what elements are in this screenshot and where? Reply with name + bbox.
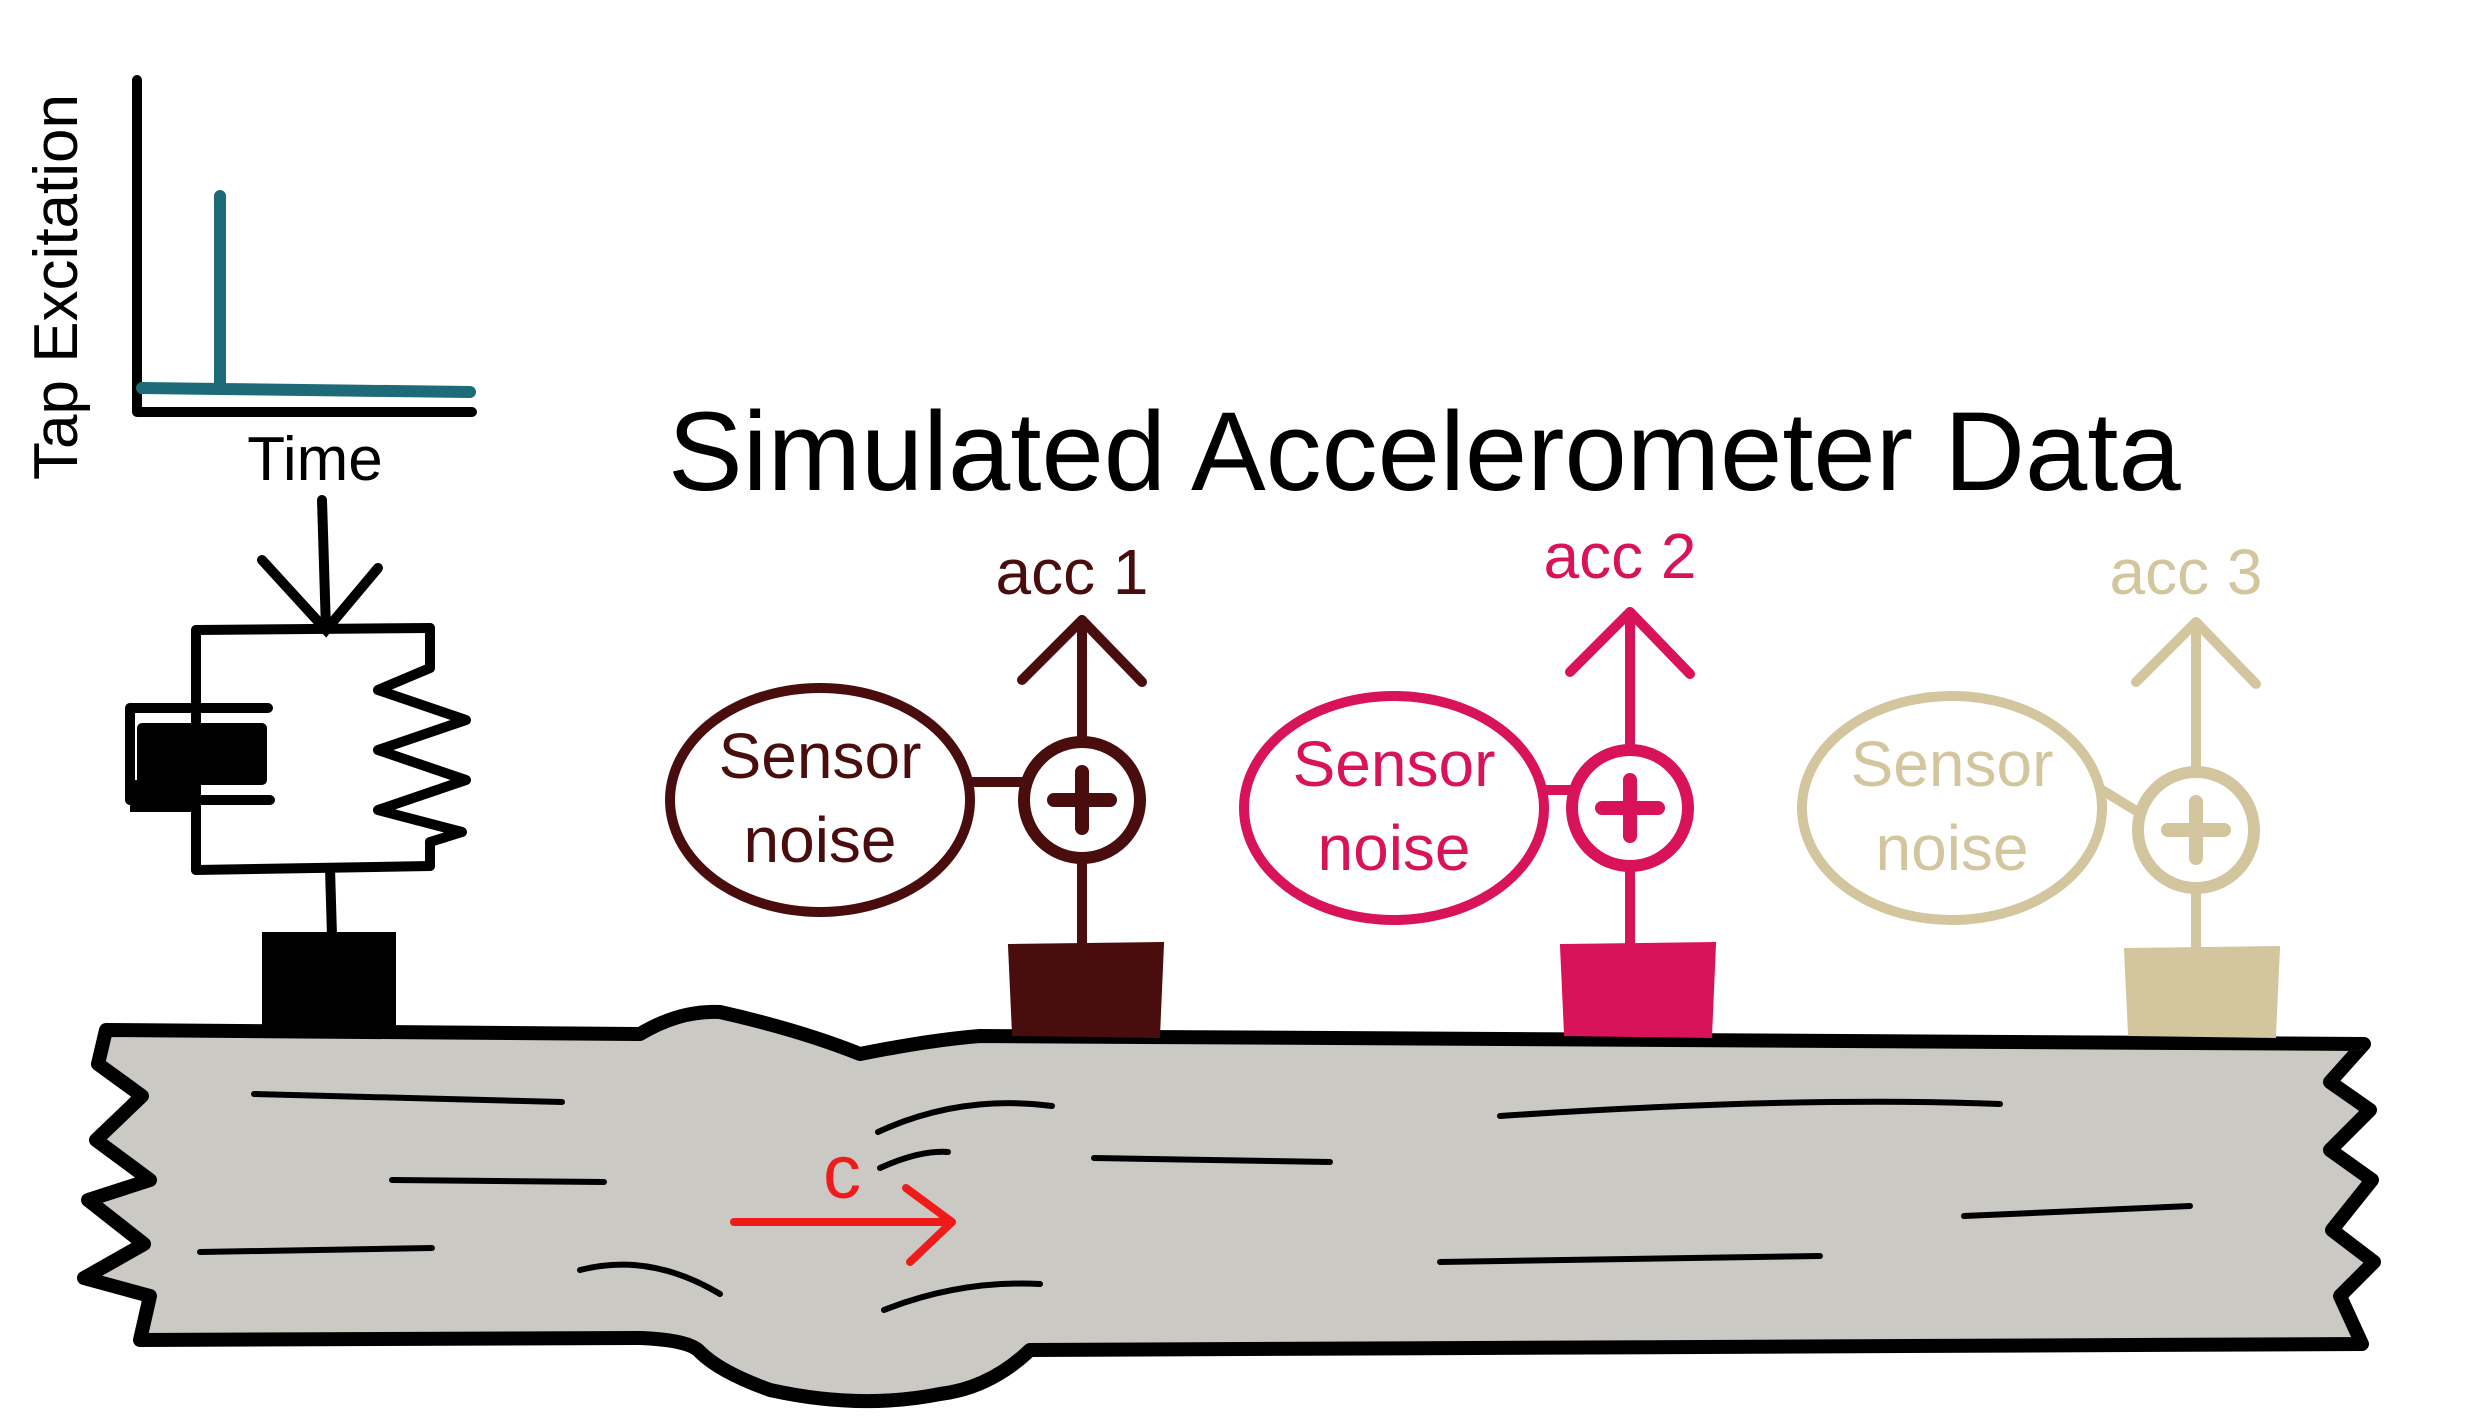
sensor-label: acc 1 [996, 536, 1149, 608]
sensor-group: Sensor noise acc 1 Sensor noise acc 2 Sensor no… [665, 520, 2281, 1039]
actuator-mount [262, 932, 396, 1030]
diagram-title: Simulated Accelerometer Data [668, 389, 2181, 514]
sensor-noise-connector [2097, 785, 2143, 817]
frame-bottom [191, 861, 435, 875]
spring [373, 623, 471, 871]
sensor-plus-sign [2161, 795, 2231, 865]
sensor-acc3: Sensor noise acc 3 [1797, 536, 2281, 1039]
mount-stem [325, 863, 337, 941]
sensor-label: acc 3 [2110, 536, 2263, 608]
sensor-output-arrow [2131, 617, 2261, 689]
excitation-xlabel: Time [247, 425, 382, 494]
excitation-impulse [136, 190, 476, 398]
sensor-plus-sign [1047, 765, 1117, 835]
tap-arrow [257, 495, 383, 638]
accelerometer-mount [2123, 945, 2281, 1039]
sensor-noise-label-line1: Sensor [719, 720, 922, 792]
sensor-label: acc 2 [1544, 520, 1697, 592]
wave-speed-label: c [823, 1130, 861, 1215]
sensor-noise-ellipse [1239, 691, 1549, 925]
sensor-noise-label-line1: Sensor [1293, 728, 1496, 800]
sensor-plus-sign [1595, 773, 1665, 843]
damper-cup-fill [130, 780, 194, 812]
excitation-plot [132, 75, 477, 417]
accelerometer-mount [1559, 941, 1717, 1039]
beam-grain [197, 1091, 2193, 1313]
excitation-ylabel: Tap Excitation [22, 94, 91, 480]
sensor-noise-label-line2: noise [1876, 812, 2029, 884]
sensor-output-arrow [1565, 607, 1695, 679]
sensor-output-arrow [1017, 615, 1147, 687]
sensor-noise-label-line2: noise [1318, 812, 1471, 884]
beam [77, 1004, 2381, 1409]
damper-piston [138, 730, 262, 778]
sensor-acc2: Sensor noise acc 2 [1239, 520, 1717, 1039]
sensor-noise-ellipse [1797, 691, 2107, 925]
sensor-noise-label-line1: Sensor [1851, 728, 2054, 800]
excitation-axes [132, 75, 477, 417]
sensor-noise-label-line2: noise [744, 804, 897, 876]
sensor-noise-ellipse [665, 683, 975, 917]
accelerometer-mount [1007, 941, 1165, 1039]
frame-top [191, 623, 435, 635]
spring-damper [125, 623, 471, 941]
sensor-acc1: Sensor noise acc 1 [665, 536, 1165, 1039]
wave-arrow [730, 1184, 956, 1266]
damper-cup [125, 703, 275, 805]
